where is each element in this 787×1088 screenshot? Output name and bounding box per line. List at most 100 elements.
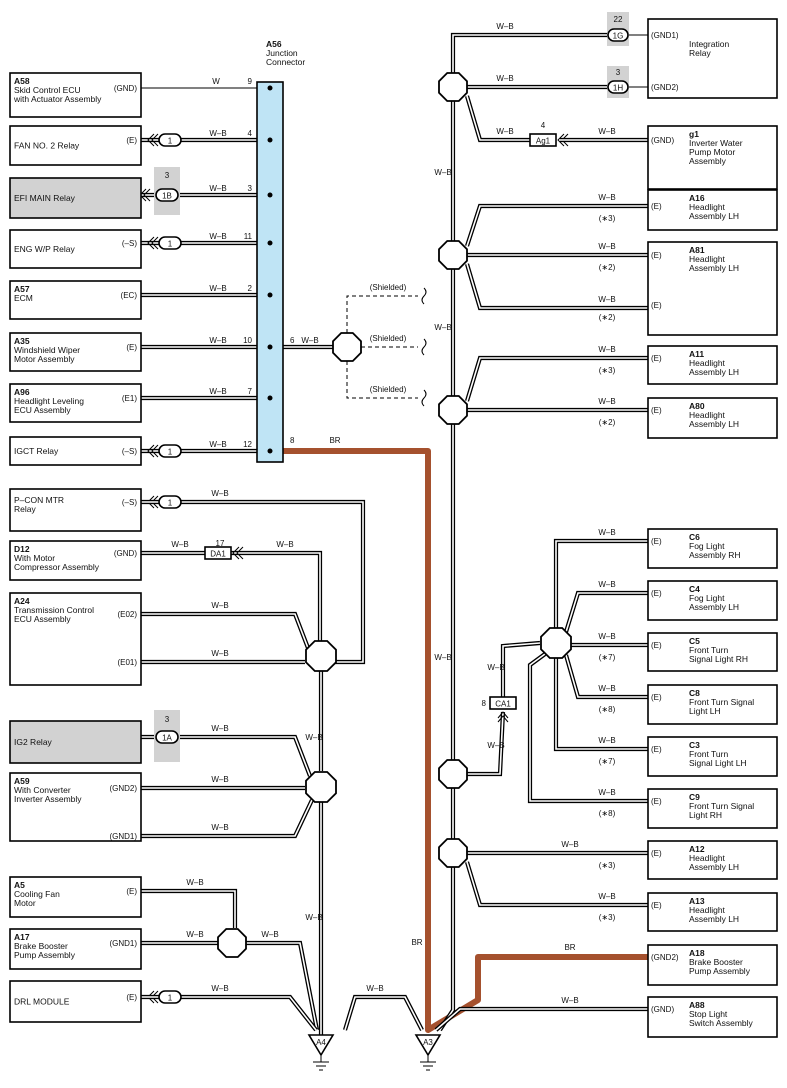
- a81-wire2-core: [466, 263, 648, 309]
- a59-gnd2-label: W–B: [211, 775, 228, 784]
- a88-wire: [434, 1006, 648, 1032]
- right-name2-5: Assembly LH: [689, 419, 739, 429]
- right-component-1: [647, 125, 778, 190]
- right-component-6: [647, 528, 778, 569]
- left-name-12: With Converter: [14, 785, 71, 795]
- pcon-wire-core: [141, 501, 364, 663]
- left-name2-0: with Actuator Assembly: [13, 94, 102, 104]
- a11-label: W–B: [598, 345, 615, 354]
- da1-wire: [231, 550, 323, 645]
- da1-num: 17: [216, 539, 225, 548]
- br-label-bottom: BR: [411, 938, 422, 947]
- gnd2-label: W–B: [496, 74, 513, 83]
- splice-r1: [438, 72, 468, 102]
- left-pin-8: (–S): [122, 498, 137, 507]
- c3-wire-core: [555, 658, 648, 750]
- a24-e02-label: W–B: [211, 601, 228, 610]
- right-code-13: A13: [689, 896, 705, 906]
- right-code-5: A80: [689, 401, 705, 411]
- wire-label-3: W–B: [209, 232, 226, 241]
- da1-arrow: [232, 546, 244, 560]
- left-name-0: Skid Control ECU: [14, 85, 81, 95]
- right-name2-10: Signal Light LH: [689, 758, 747, 768]
- left-name2-5: Motor Assembly: [14, 354, 75, 364]
- junction-dot-0: [267, 85, 273, 91]
- connector-ag1-label: Ag1: [536, 137, 551, 146]
- right-component-2: [647, 189, 778, 231]
- right-note-2: (∗3): [599, 214, 616, 223]
- a5-wire: [141, 888, 238, 928]
- right-name2-0: Relay: [689, 48, 711, 58]
- left-component-13: [9, 876, 142, 918]
- left-pin-9: (GND): [114, 549, 137, 558]
- left-component-10: [9, 592, 142, 686]
- right-name2-11: Light RH: [689, 810, 722, 820]
- br-label-right: BR: [564, 943, 575, 952]
- right-note2-3: (∗2): [599, 313, 616, 322]
- right-component-4: [647, 345, 778, 385]
- a24-e02-wire: [141, 611, 310, 649]
- junction-dot-4: [267, 292, 273, 298]
- left-pin2-10: (E01): [117, 658, 137, 667]
- pcon-wire-label: W–B: [211, 489, 228, 498]
- ag1-left-core: [466, 95, 530, 141]
- right-pin-2: (E): [651, 202, 662, 211]
- right-name-5: Headlight: [689, 410, 726, 420]
- wire-label-7: W–B: [209, 440, 226, 449]
- right-code-4: A11: [689, 349, 704, 359]
- left-name-5: Windshield Wiper: [14, 345, 80, 355]
- right-pin2-0: (GND2): [651, 83, 679, 92]
- wire-label-1: W–B: [209, 129, 226, 138]
- ag1-left-label: W–B: [496, 127, 513, 136]
- a24-e01-label: W–B: [211, 649, 228, 658]
- shielded-label-2: (Shielded): [370, 385, 407, 394]
- right-code-15: A88: [689, 1000, 705, 1010]
- connector-eng-label: 1: [168, 240, 173, 249]
- a13-wire: [464, 861, 648, 908]
- relay-pins: [628, 34, 648, 88]
- right-note-8: (∗7): [599, 653, 616, 662]
- right-pin-7: (E): [651, 589, 662, 598]
- left-name-9: With Motor: [14, 553, 55, 563]
- a24-e02-wire-core: [141, 613, 309, 649]
- junction-pin-4: 2: [248, 284, 253, 293]
- a16-wire-core: [466, 205, 648, 247]
- ground-a4: [307, 1034, 335, 1057]
- junction-dot-3: [267, 240, 273, 246]
- left-name-13: Cooling Fan: [14, 889, 60, 899]
- left-component-0: [9, 72, 142, 118]
- junction-dot-1: [267, 137, 273, 143]
- c8-label: W–B: [598, 684, 615, 693]
- ground-a4-label: A4: [316, 1038, 326, 1047]
- connector-1b-num: 3: [165, 171, 170, 180]
- right-pin-15: (GND): [651, 1005, 674, 1014]
- connector-1: [158, 133, 182, 147]
- right-name2-9: Light LH: [689, 706, 721, 716]
- left-name2-13: Motor: [14, 898, 36, 908]
- junction-name-2: Connector: [266, 57, 305, 67]
- right-name-10: Front Turn: [689, 749, 728, 759]
- right-name-6: Fog Light: [689, 541, 725, 551]
- left-component-15: [9, 980, 142, 1023]
- connector-1g-num: 22: [614, 15, 623, 24]
- d12-wire-label: W–B: [171, 540, 188, 549]
- right-note-12: (∗3): [599, 861, 616, 870]
- c9-wire-core: [529, 653, 648, 802]
- connector-1b: [155, 188, 179, 202]
- right-pin-3: (E): [651, 251, 662, 260]
- connector-igct: [158, 444, 182, 458]
- a88-label: W–B: [561, 996, 578, 1005]
- right-component-14: [647, 944, 778, 986]
- splice-fog: [540, 627, 572, 659]
- left-pin-0: (GND): [114, 84, 137, 93]
- ground-bridge: [342, 994, 424, 1031]
- right-code-10: C3: [689, 740, 700, 750]
- splice-a5-a17: [217, 928, 247, 958]
- wire-label-6: W–B: [209, 387, 226, 396]
- a88-wire-core: [435, 1008, 648, 1031]
- left-pin-6: (E1): [122, 394, 137, 403]
- a17-wire-label: W–B: [186, 930, 203, 939]
- right-name-3: Headlight: [689, 254, 726, 264]
- connector-pcon-label: 1: [168, 499, 173, 508]
